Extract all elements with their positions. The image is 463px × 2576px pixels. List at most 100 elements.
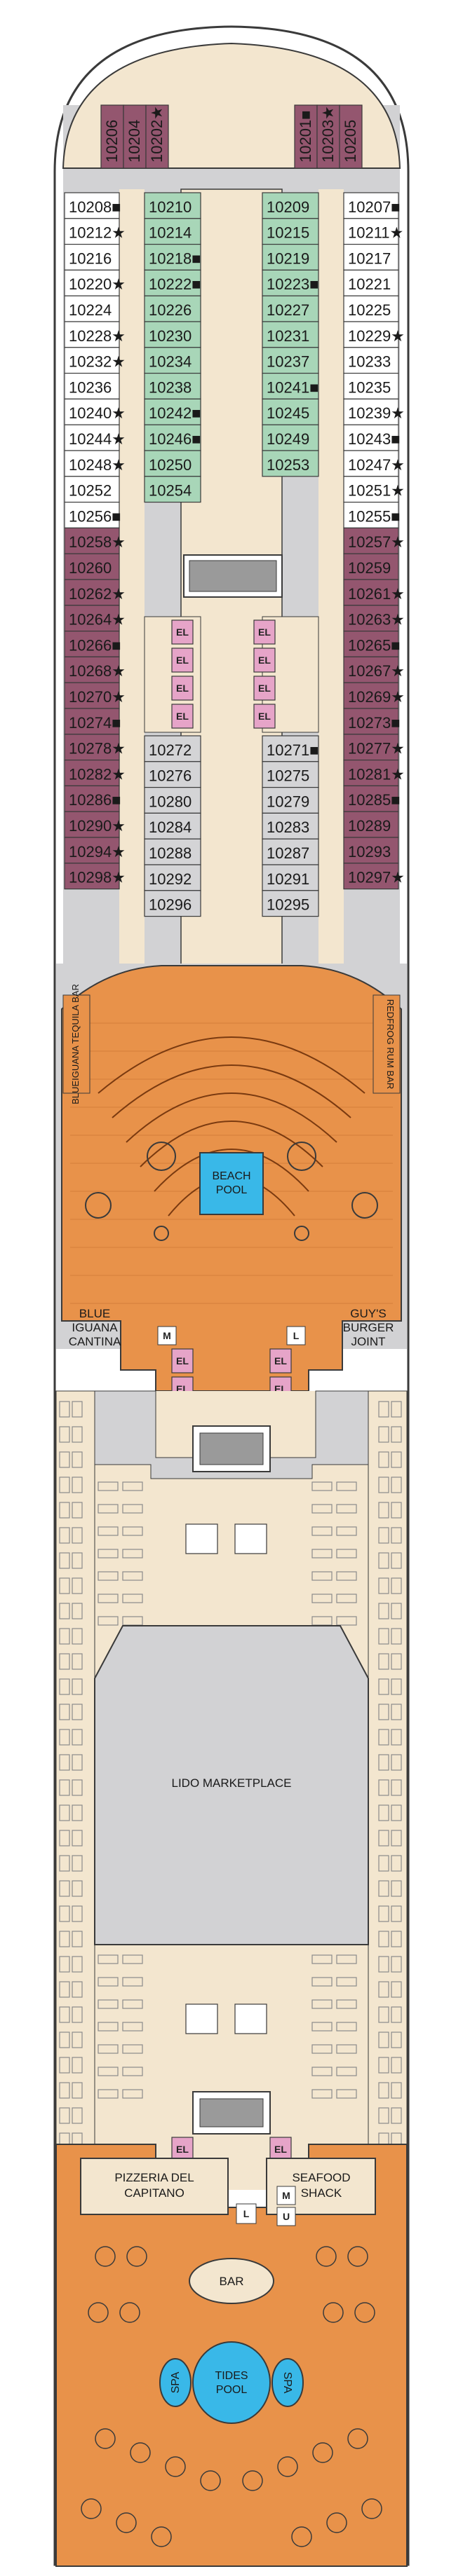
cabin-10273[interactable]: 10273■	[343, 708, 400, 735]
cabin-10226[interactable]: 10226	[144, 295, 201, 322]
cabin-10295[interactable]: 10295	[262, 890, 319, 917]
cabin-10286[interactable]: 10286■	[64, 785, 121, 812]
cabin-10284[interactable]: 10284	[144, 812, 201, 840]
cabin-10222[interactable]: 10222■	[144, 269, 201, 296]
cabin-10297[interactable]: 10297★	[343, 863, 405, 890]
cabin-10239[interactable]: 10239★	[343, 398, 405, 425]
cabin-10242[interactable]: 10242■	[144, 398, 201, 425]
cabin-10278[interactable]: 10278★	[64, 734, 126, 761]
cabin-10228[interactable]: 10228★	[64, 321, 126, 348]
cabin-10298[interactable]: 10298★	[64, 863, 126, 890]
cabin-10276[interactable]: 10276	[144, 761, 201, 788]
cabin-10231[interactable]: 10231	[262, 321, 319, 348]
cabin-10208[interactable]: 10208■	[64, 192, 121, 219]
cabin-10269[interactable]: 10269★	[343, 682, 405, 709]
cabin-10225[interactable]: 10225	[343, 295, 399, 322]
cabin-10293[interactable]: 10293	[343, 837, 399, 864]
cabin-10258[interactable]: 10258★	[64, 527, 126, 554]
cabin-10281[interactable]: 10281★	[343, 759, 405, 786]
cabin-10201[interactable]: 10201■	[294, 104, 318, 169]
cabin-10248[interactable]: 10248★	[64, 450, 126, 477]
cabin-10234[interactable]: 10234	[144, 347, 201, 374]
cabin-10211[interactable]: 10211★	[343, 218, 403, 245]
cabin-10202[interactable]: 10202★	[145, 104, 169, 169]
cabin-10212[interactable]: 10212★	[64, 218, 126, 245]
cabin-10203[interactable]: 10203★	[316, 104, 340, 169]
cabin-10260[interactable]: 10260	[64, 553, 120, 580]
cabin-10220[interactable]: 10220★	[64, 269, 126, 296]
cabin-10229[interactable]: 10229★	[343, 321, 405, 348]
cabin-10256[interactable]: 10256■	[64, 501, 121, 528]
cabin-10272[interactable]: 10272	[144, 735, 201, 762]
cabin-10294[interactable]: 10294★	[64, 837, 126, 864]
cabin-10232[interactable]: 10232★	[64, 347, 126, 374]
cabin-10267[interactable]: 10267★	[343, 656, 405, 683]
cabin-10241[interactable]: 10241■	[262, 372, 319, 399]
cabin-10292[interactable]: 10292	[144, 864, 201, 891]
cabin-10205[interactable]: 10205	[339, 104, 363, 169]
cabin-10221[interactable]: 10221	[343, 269, 399, 296]
cabin-10207[interactable]: 10207■	[343, 192, 400, 219]
cabin-10252[interactable]: 10252	[64, 476, 120, 503]
cabin-10291[interactable]: 10291	[262, 864, 319, 891]
cabin-10250[interactable]: 10250	[144, 450, 201, 477]
cabin-10285[interactable]: 10285■	[343, 785, 400, 812]
cabin-10218[interactable]: 10218■	[144, 244, 201, 271]
cabin-10219[interactable]: 10219	[262, 244, 319, 271]
cabin-10238[interactable]: 10238	[144, 372, 201, 399]
cabin-10277[interactable]: 10277★	[343, 734, 405, 761]
cabin-10237[interactable]: 10237	[262, 347, 319, 374]
cabin-10261[interactable]: 10261★	[343, 579, 405, 606]
cabin-10240[interactable]: 10240★	[64, 398, 126, 425]
cabin-10246[interactable]: 10246■	[144, 424, 201, 451]
cabin-10270[interactable]: 10270★	[64, 682, 126, 709]
cabin-10210[interactable]: 10210	[144, 192, 201, 219]
cabin-10263[interactable]: 10263★	[343, 605, 405, 632]
cabin-10264[interactable]: 10264★	[64, 605, 126, 632]
cabin-10227[interactable]: 10227	[262, 295, 319, 322]
cabin-10230[interactable]: 10230	[144, 321, 201, 348]
cabin-10236[interactable]: 10236	[64, 372, 120, 399]
cabin-10204[interactable]: 10204	[123, 104, 147, 169]
cabin-number: 10260	[69, 559, 112, 577]
cabin-10249[interactable]: 10249	[262, 424, 319, 451]
cabin-10283[interactable]: 10283	[262, 812, 319, 840]
cabin-10287[interactable]: 10287	[262, 838, 319, 865]
cabin-10266[interactable]: 10266■	[64, 630, 121, 657]
cabin-10268[interactable]: 10268★	[64, 656, 126, 683]
cabin-10275[interactable]: 10275	[262, 761, 319, 788]
cabin-10290[interactable]: 10290★	[64, 811, 126, 838]
cabin-10262[interactable]: 10262★	[64, 579, 126, 606]
cabin-10243[interactable]: 10243■	[343, 424, 400, 451]
cabin-10224[interactable]: 10224	[64, 295, 120, 322]
cabin-10288[interactable]: 10288	[144, 838, 201, 865]
cabin-10245[interactable]: 10245	[262, 398, 319, 425]
cabin-10259[interactable]: 10259	[343, 553, 399, 580]
cabin-10280[interactable]: 10280	[144, 786, 201, 814]
cabin-10253[interactable]: 10253	[262, 450, 319, 477]
cabin-10282[interactable]: 10282★	[64, 759, 126, 786]
cabin-10217[interactable]: 10217	[343, 244, 399, 271]
cabin-10215[interactable]: 10215	[262, 218, 319, 245]
cabin-10257[interactable]: 10257★	[343, 527, 405, 554]
cabin-10265[interactable]: 10265■	[343, 630, 400, 657]
cabin-10279[interactable]: 10279	[262, 786, 319, 814]
cabin-10255[interactable]: 10255■	[343, 501, 400, 528]
cabin-10216[interactable]: 10216	[64, 244, 120, 271]
cabin-10247[interactable]: 10247★	[343, 450, 405, 477]
cabin-10214[interactable]: 10214	[144, 218, 201, 245]
cabin-10289[interactable]: 10289	[343, 811, 399, 838]
cabin-10209[interactable]: 10209	[262, 192, 319, 219]
cabin-number: 10265■	[348, 636, 400, 654]
cabin-10251[interactable]: 10251★	[343, 476, 405, 503]
cabin-10206[interactable]: 10206	[100, 104, 124, 169]
cabin-10244[interactable]: 10244★	[64, 424, 126, 451]
cabin-10274[interactable]: 10274■	[64, 708, 121, 735]
cabin-10235[interactable]: 10235	[343, 372, 399, 399]
cabin-10223[interactable]: 10223■	[262, 269, 319, 296]
cabin-number: 10218■	[149, 249, 201, 267]
cabin-10233[interactable]: 10233	[343, 347, 399, 374]
cabin-10296[interactable]: 10296	[144, 890, 201, 917]
cabin-10254[interactable]: 10254	[144, 476, 201, 503]
cabin-10271[interactable]: 10271■	[262, 735, 319, 762]
